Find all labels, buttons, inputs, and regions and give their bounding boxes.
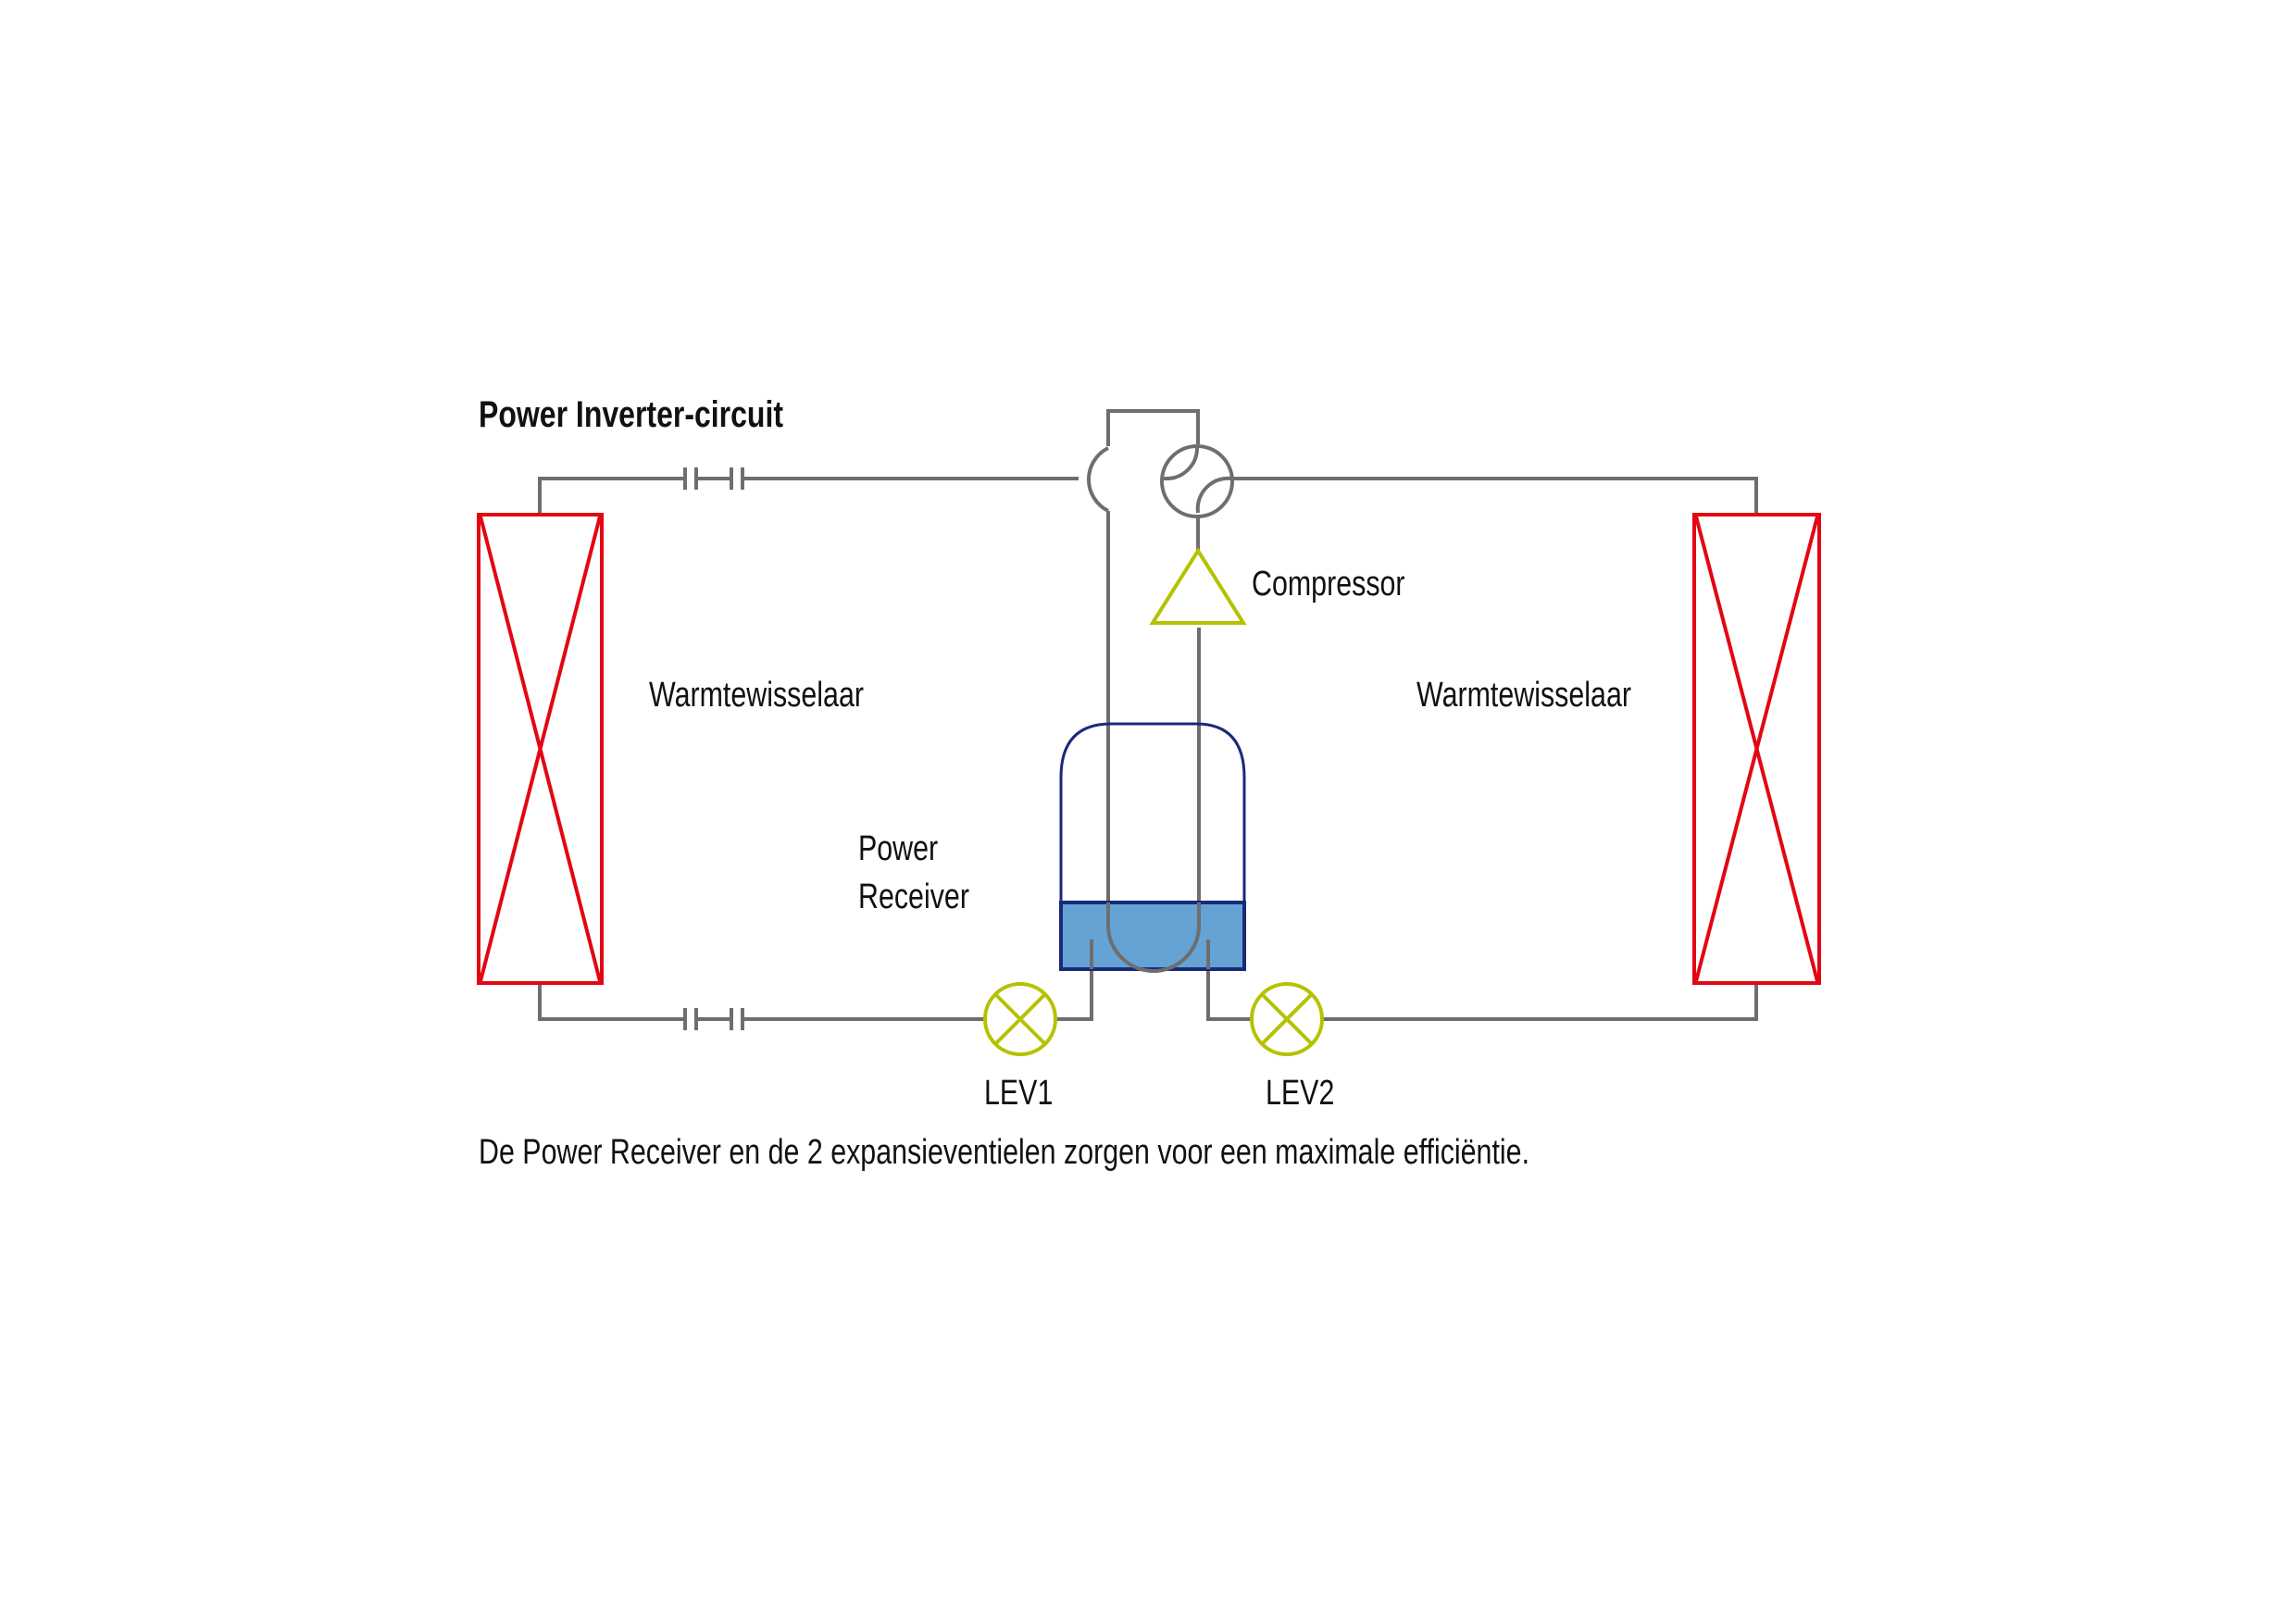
four-way-valve-path1 bbox=[1162, 447, 1199, 480]
receiver-label-line1: Power bbox=[858, 829, 939, 868]
diagram-title: Power Inverter-circuit bbox=[479, 394, 783, 435]
compressor-label: Compressor bbox=[1252, 565, 1405, 604]
pipe-top-left bbox=[538, 477, 1079, 515]
heat-exchanger-right-label: Warmtewisselaar bbox=[1416, 676, 1631, 715]
heat-exchanger-left-label: Warmtewisselaar bbox=[649, 676, 864, 715]
compressor-icon bbox=[1149, 547, 1247, 625]
heat-exchanger-left-icon bbox=[477, 513, 604, 985]
coupler-bottom bbox=[683, 1008, 744, 1030]
lev2-label: LEV2 bbox=[1266, 1074, 1335, 1113]
lev1-valve-icon bbox=[983, 982, 1057, 1056]
four-way-valve-path2 bbox=[1195, 476, 1233, 514]
pipe-bypass bbox=[1106, 409, 1200, 446]
receiver-label-line2: Receiver bbox=[858, 877, 969, 916]
coupler-top bbox=[683, 467, 744, 490]
heat-exchanger-right-icon bbox=[1692, 513, 1821, 985]
lev2-valve-icon bbox=[1250, 982, 1324, 1056]
pipe-bottom-left bbox=[538, 983, 985, 1021]
lev1-label: LEV1 bbox=[984, 1074, 1054, 1113]
pipe-top-right bbox=[1232, 477, 1758, 515]
power-receiver-icon bbox=[1059, 722, 1246, 973]
pipe-bypass-arc bbox=[1087, 446, 1109, 513]
caption: De Power Receiver en de 2 expansieventie… bbox=[479, 1133, 1530, 1172]
pipe-bottom-right bbox=[1322, 983, 1758, 1021]
